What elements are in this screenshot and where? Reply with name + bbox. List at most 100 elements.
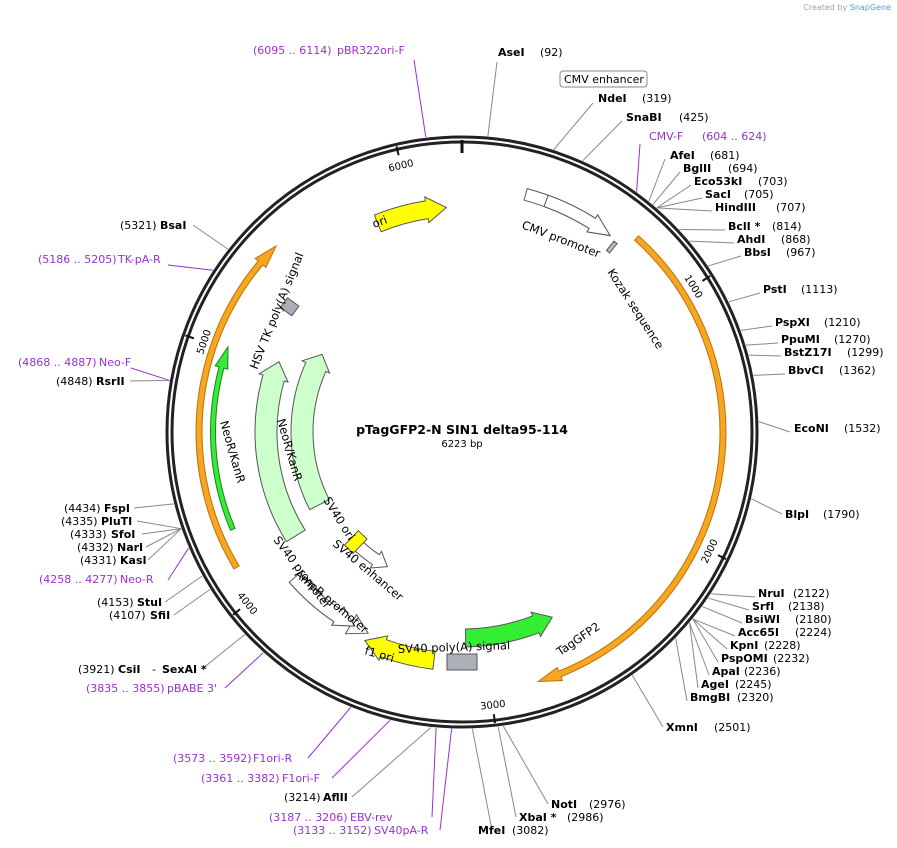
enzyme-pos: (2180)	[795, 613, 832, 626]
tick-mark	[232, 608, 241, 616]
ampr-promoter-arrow	[344, 613, 370, 635]
leader-line	[133, 503, 174, 509]
sv40-polya-box	[446, 653, 478, 671]
leader-line	[307, 707, 352, 759]
leader-line	[748, 354, 782, 357]
enzyme-name: CsiI	[118, 663, 140, 676]
leader-line	[130, 367, 170, 381]
leader-line	[192, 224, 229, 250]
tick-label: 2000	[700, 538, 721, 566]
sv40-promoter-arrow	[288, 572, 356, 627]
leader-line	[471, 728, 493, 831]
sv40-ori-box	[343, 529, 368, 555]
enzyme-pos: (2138)	[788, 600, 825, 613]
tick-label: 4000	[234, 591, 258, 618]
enzyme-pos: (4333)	[70, 528, 107, 541]
enzyme-name: XmnI	[666, 721, 698, 734]
leader-line	[173, 588, 211, 616]
leader-line	[692, 618, 728, 650]
primer-label: (4868 .. 4887)	[18, 356, 97, 369]
enzyme-pos: (814)	[772, 220, 802, 233]
enzyme-name: SfiI	[150, 609, 170, 622]
leader-line	[708, 255, 742, 267]
tick-mark	[395, 146, 400, 156]
enzyme-labels: AseI(92) NdeI(319) SnaBI(425) AfeI(681) …	[56, 46, 884, 837]
leader-line	[758, 421, 791, 433]
leader-line	[413, 59, 427, 138]
enzyme-pos: (1532)	[844, 422, 881, 435]
enzyme-pos: (3082)	[512, 824, 549, 837]
plasmid-length: 6223 bp	[441, 439, 482, 450]
f1-ori-arrow	[363, 635, 436, 670]
enzyme-pos: (5321)	[120, 219, 157, 232]
leader-line	[692, 618, 736, 637]
enzyme-name: SnaBI	[626, 111, 662, 124]
sv40-ori-label: SV40 ori	[320, 494, 358, 542]
primer-label: pBR322ori-F	[337, 44, 405, 57]
enzyme-pos: (1113)	[801, 283, 838, 296]
enzyme-pos: (2320)	[737, 691, 774, 704]
enzyme-name: FspI	[104, 502, 130, 515]
enzyme-name: ApaI	[712, 665, 740, 678]
primer-label: Neo-F	[99, 356, 131, 369]
tick-label: 6000	[388, 158, 415, 174]
enzyme-pos: (681)	[710, 149, 740, 162]
enzyme-name: NarI	[117, 541, 143, 554]
enzyme-name: SrfI	[752, 600, 774, 613]
neokanr-inner-arrow	[290, 353, 331, 511]
neo-orf-arc	[210, 345, 236, 531]
tick-mark	[701, 275, 711, 282]
cmv-promoter-arrow	[543, 194, 612, 237]
enzyme-pos: (1270)	[834, 333, 871, 346]
leader-line	[497, 726, 517, 818]
enzyme-pos: (4331)	[80, 554, 117, 567]
enzyme-pos: (425)	[679, 111, 709, 124]
leader-line	[147, 528, 182, 561]
enzyme-name: BglII	[683, 162, 711, 175]
leader-line	[164, 575, 203, 603]
enzyme-pos: (4848)	[56, 375, 93, 388]
leader-line	[201, 634, 246, 670]
enzyme-name: StuI	[137, 596, 162, 609]
leader-line	[167, 264, 213, 271]
leader-line	[741, 325, 773, 331]
leader-line	[439, 728, 453, 831]
leader-line	[745, 342, 779, 346]
enzyme-name: Eco53kI	[694, 175, 742, 188]
leader-line	[145, 528, 182, 548]
leader-line	[553, 102, 594, 150]
enzyme-pos: (2245)	[735, 678, 772, 691]
enzyme-name: PspOMI	[721, 652, 768, 665]
leader-line	[679, 228, 726, 231]
primer-label: F1ori-R	[253, 752, 293, 765]
enzyme-name: BbvCI	[788, 364, 824, 377]
leader-line	[502, 725, 549, 805]
enzyme-pos: (2986)	[567, 811, 604, 824]
enzyme-name: AfeI	[670, 149, 695, 162]
svg-text:CMV enhancer: CMV enhancer	[564, 73, 644, 86]
leader-line	[167, 547, 190, 581]
enzyme-name: PluTI	[101, 515, 132, 528]
leader-line	[751, 498, 783, 515]
enzyme-pos: (2501)	[714, 721, 751, 734]
neo-orf-outer-arc	[195, 244, 278, 570]
primer-label: (604 .. 624)	[702, 130, 767, 143]
enzyme-pos: (92)	[540, 46, 563, 59]
enzyme-name: NruI	[758, 587, 785, 600]
leader-line	[631, 675, 664, 728]
leader-line	[224, 652, 264, 689]
tick-mark	[492, 714, 496, 724]
feature-arrows	[195, 187, 727, 683]
backbone-outer	[165, 135, 759, 729]
enzyme-pos: (319)	[642, 92, 672, 105]
enzyme-name: Acc65I	[738, 626, 779, 639]
primer-label: (3361 .. 3382)	[201, 772, 280, 785]
leader-line	[648, 158, 666, 202]
enzyme-name: MfeI	[478, 824, 505, 837]
enzyme-pos: (1362)	[839, 364, 876, 377]
tick-mark	[717, 554, 727, 560]
enzyme-name: AflII	[323, 791, 348, 804]
enzyme-name: BbsI	[744, 246, 771, 259]
primer-label: (4258 .. 4277)	[39, 573, 118, 586]
kozak-box	[605, 240, 618, 254]
